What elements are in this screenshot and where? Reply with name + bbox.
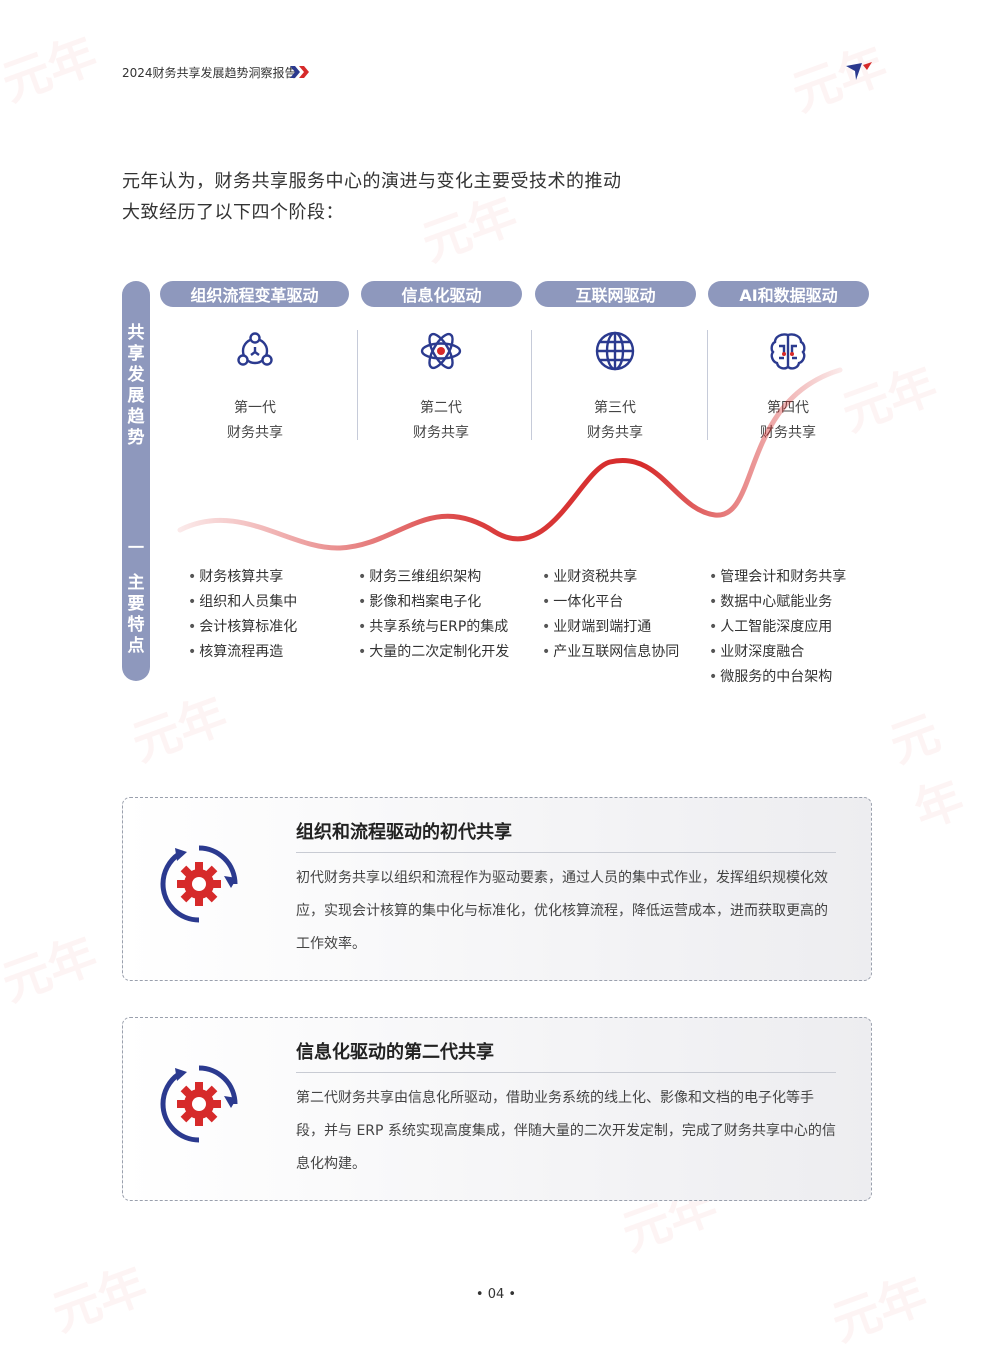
card-divider: [296, 1072, 836, 1073]
list-item: 组织和人员集中: [188, 590, 297, 615]
intro-line-2: 大致经历了以下四个阶段：: [122, 202, 344, 223]
stage-pill-4: AI和数据驱动: [708, 281, 869, 307]
stage-divider: [357, 330, 358, 440]
generation-number: 第一代: [234, 400, 276, 416]
stage-divider: [707, 330, 708, 440]
stage-divider: [531, 330, 532, 440]
gear-cycle-icon: [160, 1065, 238, 1143]
info-card-1: 组织和流程驱动的初代共享 初代财务共享以组织和流程作为驱动要素，通过人员的集中式…: [122, 797, 872, 981]
generation-subtitle: 财务共享: [760, 425, 816, 441]
chevron-right-icon: [290, 66, 309, 78]
stage-pill-2: 信息化驱动: [361, 281, 522, 307]
list-item: 微服务的中台架构: [709, 665, 846, 690]
watermark: 元年: [825, 1266, 935, 1353]
atom-icon: [420, 332, 462, 370]
sidebar-bottom-label: 主要特点: [127, 573, 145, 656]
watermark: 元年: [0, 926, 105, 1013]
watermark: 元年: [785, 36, 895, 123]
generation-subtitle: 财务共享: [587, 425, 643, 441]
list-item: 核算流程再造: [188, 640, 297, 665]
list-item: 产业互联网信息协同: [542, 640, 679, 665]
list-item: 业财深度融合: [709, 640, 846, 665]
generation-subtitle: 财务共享: [413, 425, 469, 441]
feature-list-1: 财务核算共享 组织和人员集中 会计核算标准化 核算流程再造: [188, 565, 297, 665]
card-divider: [296, 852, 836, 853]
sidebar-divider: 一: [127, 538, 144, 557]
list-item: 业财端到端打通: [542, 615, 679, 640]
list-item: 数据中心赋能业务: [709, 590, 846, 615]
trend-wave: [177, 367, 843, 551]
gear-cycle-icon: [160, 845, 238, 923]
watermark: 元年: [0, 26, 105, 113]
list-item: 财务核算共享: [188, 565, 297, 590]
card-body: 初代财务共享以组织和流程作为驱动要素，通过人员的集中式作业，发挥组织规模化效应，…: [296, 870, 828, 952]
list-item: 大量的二次定制化开发: [358, 640, 509, 665]
info-card-2: 信息化驱动的第二代共享 第二代财务共享由信息化所驱动，借助业务系统的线上化、影像…: [122, 1017, 872, 1201]
generation-label-1: 第一代 财务共享: [195, 396, 315, 446]
ai-brain-icon: [770, 333, 806, 370]
intro-line-1: 元年认为，财务共享服务中心的演进与变化主要受技术的推动: [122, 171, 622, 192]
watermark: 元年: [125, 686, 235, 773]
generation-subtitle: 财务共享: [227, 425, 283, 441]
report-title: 2024财务共享发展趋势洞察报告: [122, 66, 297, 80]
sidebar-top-label: 共享发展趋势: [127, 323, 145, 448]
intro-text: 元年认为，财务共享服务中心的演进与变化主要受技术的推动 大致经历了以下四个阶段：: [122, 166, 622, 228]
page-number: • 04 •: [475, 1287, 517, 1302]
network-nodes-icon: [237, 332, 273, 366]
generation-label-2: 第二代 财务共享: [381, 396, 501, 446]
list-item: 一体化平台: [542, 590, 679, 615]
list-item: 人工智能深度应用: [709, 615, 846, 640]
card-title: 组织和流程驱动的初代共享: [296, 822, 512, 843]
list-item: 财务三维组织架构: [358, 565, 509, 590]
feature-list-2: 财务三维组织架构 影像和档案电子化 共享系统与ERP的集成 大量的二次定制化开发: [358, 565, 509, 665]
generation-number: 第三代: [594, 400, 636, 416]
list-item: 会计核算标准化: [188, 615, 297, 640]
card-title: 信息化驱动的第二代共享: [296, 1042, 494, 1063]
feature-list-3: 业财资税共享 一体化平台 业财端到端打通 产业互联网信息协同: [542, 565, 679, 665]
generation-number: 第二代: [420, 400, 462, 416]
stage-pill-3: 互联网驱动: [535, 281, 696, 307]
list-item: 管理会计和财务共享: [709, 565, 846, 590]
stage-pill-1: 组织流程变革驱动: [160, 281, 349, 307]
trend-curve: [177, 367, 843, 551]
generation-label-3: 第三代 财务共享: [555, 396, 675, 446]
brand-logo-icon: [846, 62, 872, 80]
feature-list-4: 管理会计和财务共享 数据中心赋能业务 人工智能深度应用 业财深度融合 微服务的中…: [709, 565, 846, 690]
watermark: 元年: [882, 704, 972, 840]
list-item: 业财资税共享: [542, 565, 679, 590]
globe-icon: [595, 331, 635, 371]
list-item: 共享系统与ERP的集成: [358, 615, 509, 640]
trend-sidebar: 共享发展趋势 一 主要特点: [122, 281, 150, 681]
list-item: 影像和档案电子化: [358, 590, 509, 615]
card-body: 第二代财务共享由信息化所驱动，借助业务系统的线上化、影像和文档的电子化等手段，并…: [296, 1090, 836, 1172]
